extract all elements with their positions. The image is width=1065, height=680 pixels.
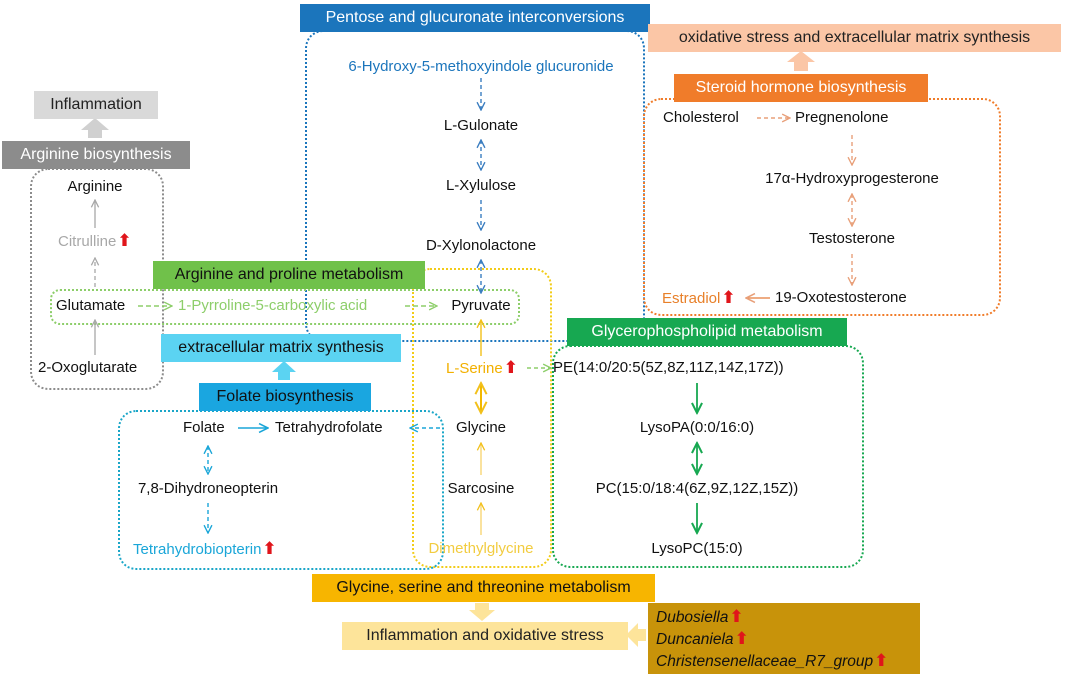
metabolite-oxotestosterone: 19-Oxotestosterone (775, 289, 907, 306)
metabolite-folate: Folate (183, 419, 225, 436)
metabolite-lysopa: LysoPA(0:0/16:0) (639, 419, 755, 436)
metabolite-estradiol: Estradiol (662, 289, 736, 308)
metabolite-tetrahydrofolate: Tetrahydrofolate (275, 419, 383, 436)
metabolite-l-xylulose: L-Xylulose (445, 177, 517, 194)
metabolite-pc: PC(15:0/18:4(6Z,9Z,12Z,15Z)) (595, 480, 799, 497)
metabolite-pyrroline: 1-Pyrroline-5-carboxylic acid (178, 297, 368, 314)
bacterium-christensenellaceae: Christensenellaceae_R7_group (656, 650, 912, 672)
metabolite-pregnenolone: Pregnenolone (795, 109, 889, 126)
metabolite-l-gulonate: L-Gulonate (443, 117, 519, 134)
metabolite-arginine: Arginine (67, 178, 123, 195)
metabolite-dihydroneopterin: 7,8-Dihydroneopterin (137, 480, 279, 497)
arrow-bacteria-to-inflam-oxidative (626, 623, 646, 647)
pathway-arginine-bios: Arginine biosynthesis (2, 141, 190, 169)
metabolite-cholesterol: Cholesterol (663, 109, 739, 126)
arg-proline-boundary (50, 289, 520, 325)
outcome-inflammation: Inflammation (34, 91, 158, 119)
metabolite-pyruvate: Pyruvate (451, 297, 511, 314)
metabolite-hydroxyprogesterone: 17α-Hydroxyprogesterone (765, 170, 939, 187)
metabolite-oxoglutarate: 2-Oxoglutarate (38, 359, 138, 376)
arrow-to-ecm (272, 361, 296, 380)
metabolite-pe: PE(14:0/20:5(5Z,8Z,11Z,14Z,17Z)) (553, 359, 784, 376)
pathway-gly-ser-thr: Glycine, serine and threonine metabolism (312, 574, 655, 602)
outcome-inflam-oxidative: Inflammation and oxidative stress (342, 622, 628, 650)
outcome-oxidative-ecm: oxidative stress and extracellular matri… (648, 24, 1061, 52)
outcome-ecm: extracellular matrix synthesis (161, 334, 401, 362)
metabolite-d-xylonolactone: D-Xylonolactone (425, 237, 537, 254)
pathway-pentose: Pentose and glucuronate interconversions (300, 4, 650, 32)
metabolite-glycine: Glycine (455, 419, 507, 436)
metabolite-testosterone: Testosterone (809, 230, 895, 247)
metabolite-dimethylglycine: Dimethylglycine (428, 540, 534, 557)
glycerophospholipid-boundary (552, 345, 864, 568)
arrow-to-oxidative-ecm (787, 51, 815, 71)
metabolite-sarcosine: Sarcosine (447, 480, 515, 497)
bacterium-duncaniela: Duncaniela (656, 628, 912, 650)
bacterium-dubosiella: Dubosiella (656, 606, 912, 628)
metabolite-l-serine: L-Serine (446, 359, 518, 378)
pathway-arg-proline: Arginine and proline metabolism (153, 261, 425, 289)
metabolite-glutamate: Glutamate (56, 297, 126, 314)
metabolite-hydroxy-glucuronide: 6-Hydroxy-5-methoxyindole glucuronide (348, 58, 614, 75)
bacteria-box: Dubosiella Duncaniela Christensenellacea… (648, 603, 920, 674)
pathway-steroid: Steroid hormone biosynthesis (674, 74, 928, 102)
arrow-to-inflam-oxidative (469, 603, 495, 621)
folate-boundary (118, 410, 444, 570)
pathway-folate: Folate biosynthesis (199, 383, 371, 411)
metabolite-lysopc: LysoPC(15:0) (651, 540, 743, 557)
metabolite-tetrahydrobiopterin: Tetrahydrobiopterin (133, 540, 277, 559)
arrow-to-inflammation (81, 118, 109, 138)
pathway-glycerophospholipid: Glycerophospholipid metabolism (567, 318, 847, 346)
metabolite-citrulline: Citrulline (58, 232, 132, 251)
